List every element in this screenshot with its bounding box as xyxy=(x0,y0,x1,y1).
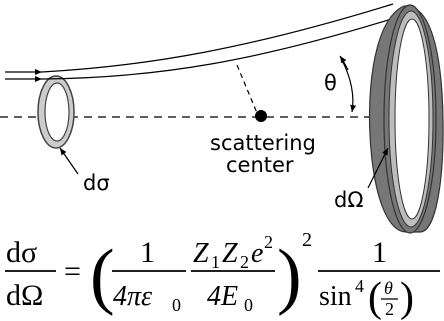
frac2-numerator-z1: Z xyxy=(193,238,209,269)
frac2-numerator-exp: 2 xyxy=(264,232,273,252)
theta-angle-arc-top xyxy=(339,55,349,71)
frac3-two: 2 xyxy=(385,299,394,319)
frac2-numerator-sub1: 1 xyxy=(211,252,220,272)
d-omega-label: dΩ xyxy=(334,188,363,212)
trajectory-line-2 xyxy=(41,16,399,80)
frac3-theta: θ xyxy=(384,278,393,298)
equals-sign: = xyxy=(64,255,81,288)
outer-exponent: 2 xyxy=(302,229,312,251)
frac1-denominator-sub: 0 xyxy=(172,295,181,315)
frac1-numerator: 1 xyxy=(140,236,155,269)
frac3-denominator-sin: sin xyxy=(319,281,352,312)
frac1-denominator: 4πε xyxy=(113,281,152,312)
theta-label: θ xyxy=(324,71,337,95)
frac3-denominator-exp: 4 xyxy=(355,276,364,296)
d-sigma-pointer xyxy=(59,147,79,175)
close-paren: ) xyxy=(277,235,302,317)
impact-dashed-line xyxy=(236,64,258,114)
scattering-center-label-line1: scattering xyxy=(210,131,316,155)
theta-angle-arc xyxy=(341,59,357,113)
frac3-close-paren: ) xyxy=(400,275,414,321)
d-sigma-ring xyxy=(37,75,75,149)
scattering-center-dot xyxy=(255,110,267,122)
trajectory-line-1 xyxy=(41,3,394,73)
open-paren: ( xyxy=(90,235,115,317)
lhs-denominator: dΩ xyxy=(6,279,43,312)
frac2-denominator-sub: 0 xyxy=(244,295,253,315)
d-omega-pointer xyxy=(367,147,389,189)
frac2-numerator-z2: Z xyxy=(222,238,238,269)
frac2-denominator: 4E xyxy=(207,281,238,312)
frac3-open-paren: ( xyxy=(368,275,382,321)
frac2-numerator-sub2: 2 xyxy=(240,252,249,272)
d-sigma-label: dσ xyxy=(83,171,110,195)
frac3-numerator: 1 xyxy=(372,236,387,269)
d-omega-ring xyxy=(368,4,444,234)
lhs-numerator: dσ xyxy=(6,236,37,269)
frac2-numerator-e: e xyxy=(251,238,263,269)
rutherford-formula: dσ dΩ = ( 1 4πε 0 Z 1 Z 2 e 2 4E 0 ) 2 1… xyxy=(5,229,440,321)
scattering-center-label-line2: center xyxy=(226,153,294,177)
